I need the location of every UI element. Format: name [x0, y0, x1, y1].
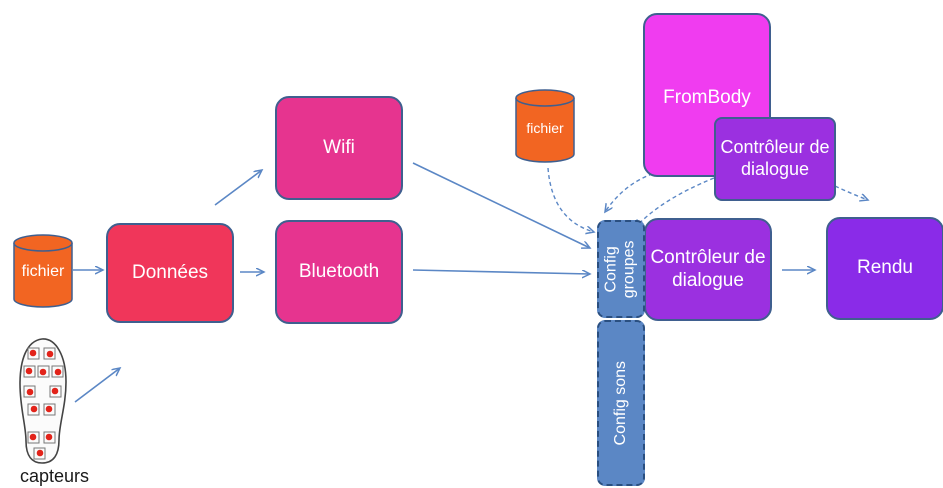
- config-groupes-node: Config groupes: [597, 220, 645, 318]
- arrow-donnees-to-wifi: [214, 170, 262, 206]
- wifi-node: Wifi: [275, 96, 403, 200]
- fichier-database-icon: fichier: [514, 88, 576, 164]
- donnees-node: Données: [106, 223, 234, 323]
- controleur-dialogue-small-node: Contrôleur de dialogue: [714, 117, 836, 201]
- bluetooth-node: Bluetooth: [275, 220, 403, 324]
- arrow-capteurs-to-donnees: [74, 368, 120, 403]
- fichier-database-icon: fichier: [12, 233, 74, 309]
- rendu-node: Rendu: [826, 217, 943, 320]
- dashed-arrow-fichier-to-config: [547, 167, 594, 232]
- dashed-arrow-controleur-to-rendu: [834, 185, 868, 200]
- arrow-bluetooth-to-config: [412, 269, 590, 274]
- capteurs-sensor-insole: [19, 338, 67, 464]
- frombody-label: FromBody: [663, 87, 751, 108]
- arrow-wifi-to-config: [412, 162, 590, 248]
- fichier-label: fichier: [21, 263, 65, 280]
- capteurs-label: capteurs: [20, 466, 90, 486]
- fichier-label: fichier: [526, 120, 564, 136]
- config-sons-label: Config sons: [611, 360, 629, 446]
- config-groupes-label: Config groupes: [602, 240, 638, 298]
- config-sons-node: Config sons: [597, 320, 645, 486]
- controleur-dialogue-main-node: Contrôleur de dialogue: [644, 218, 772, 321]
